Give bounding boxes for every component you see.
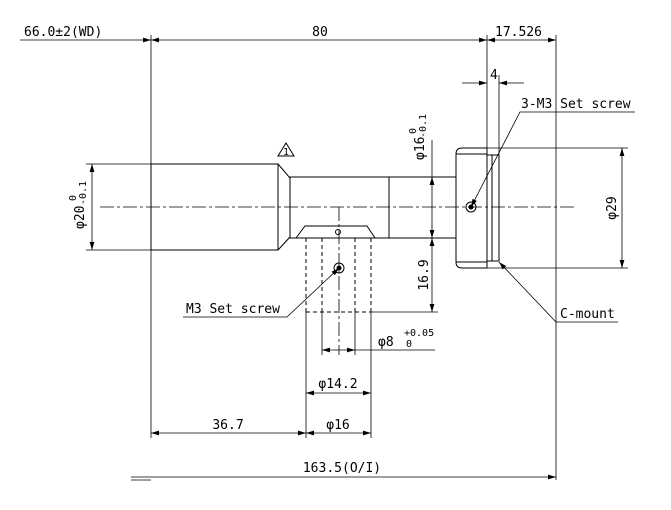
rear-tube — [388, 176, 457, 239]
leader-cmount — [498, 261, 618, 323]
label-4: 4 — [490, 68, 498, 83]
extension-lines — [86, 35, 628, 481]
svg-text:φ8: φ8 — [378, 335, 394, 350]
dimension-lines — [20, 37, 625, 480]
label-dia-8: φ8 +0.05 0 — [378, 328, 434, 350]
svg-text:+0.05: +0.05 — [404, 328, 434, 339]
label-c-mount: C-mount — [560, 307, 615, 322]
label-163-5: 163.5(O/I) — [303, 461, 381, 476]
label-17526: 17.526 — [495, 25, 542, 40]
label-dia-29: φ29 — [605, 196, 620, 219]
svg-text:φ20: φ20 — [73, 206, 88, 229]
svg-text:0: 0 — [406, 339, 412, 350]
label-3m3-set-screw: 3-M3 Set screw — [521, 97, 631, 112]
revision-mark: 1 — [277, 142, 295, 158]
svg-text:-0.1: -0.1 — [418, 114, 429, 138]
leader-lines — [183, 111, 635, 323]
label-16-9: 16.9 — [417, 259, 432, 290]
label-36-7: 36.7 — [212, 418, 243, 433]
svg-text:φ29: φ29 — [605, 196, 620, 219]
label-dia-16-top: φ16 0 -0.1 — [408, 114, 429, 160]
middle-tube — [289, 176, 390, 239]
svg-text:16.9: 16.9 — [417, 259, 432, 290]
mount-thread — [486, 154, 500, 262]
svg-text:-0.1: -0.1 — [78, 181, 89, 205]
leader-3m3 — [470, 111, 635, 208]
svg-text:1: 1 — [283, 147, 289, 158]
svg-text:φ16: φ16 — [413, 137, 428, 160]
svg-text:0: 0 — [408, 128, 419, 134]
port-hidden-lines — [305, 238, 372, 313]
svg-text:0: 0 — [68, 195, 79, 201]
label-m3-set-screw: M3 Set screw — [186, 302, 280, 317]
label-wd: 66.0±2(WD) — [24, 25, 102, 40]
lens-body — [150, 147, 500, 269]
illumination-port — [295, 225, 376, 239]
label-80: 80 — [312, 25, 328, 40]
center-lines — [100, 206, 575, 355]
leader-m3 — [183, 267, 340, 318]
label-dia-16-bottom: φ16 — [326, 418, 349, 433]
label-dia-14-2: φ14.2 — [318, 377, 357, 392]
label-dia-20: φ20 0 -0.1 — [68, 181, 89, 229]
